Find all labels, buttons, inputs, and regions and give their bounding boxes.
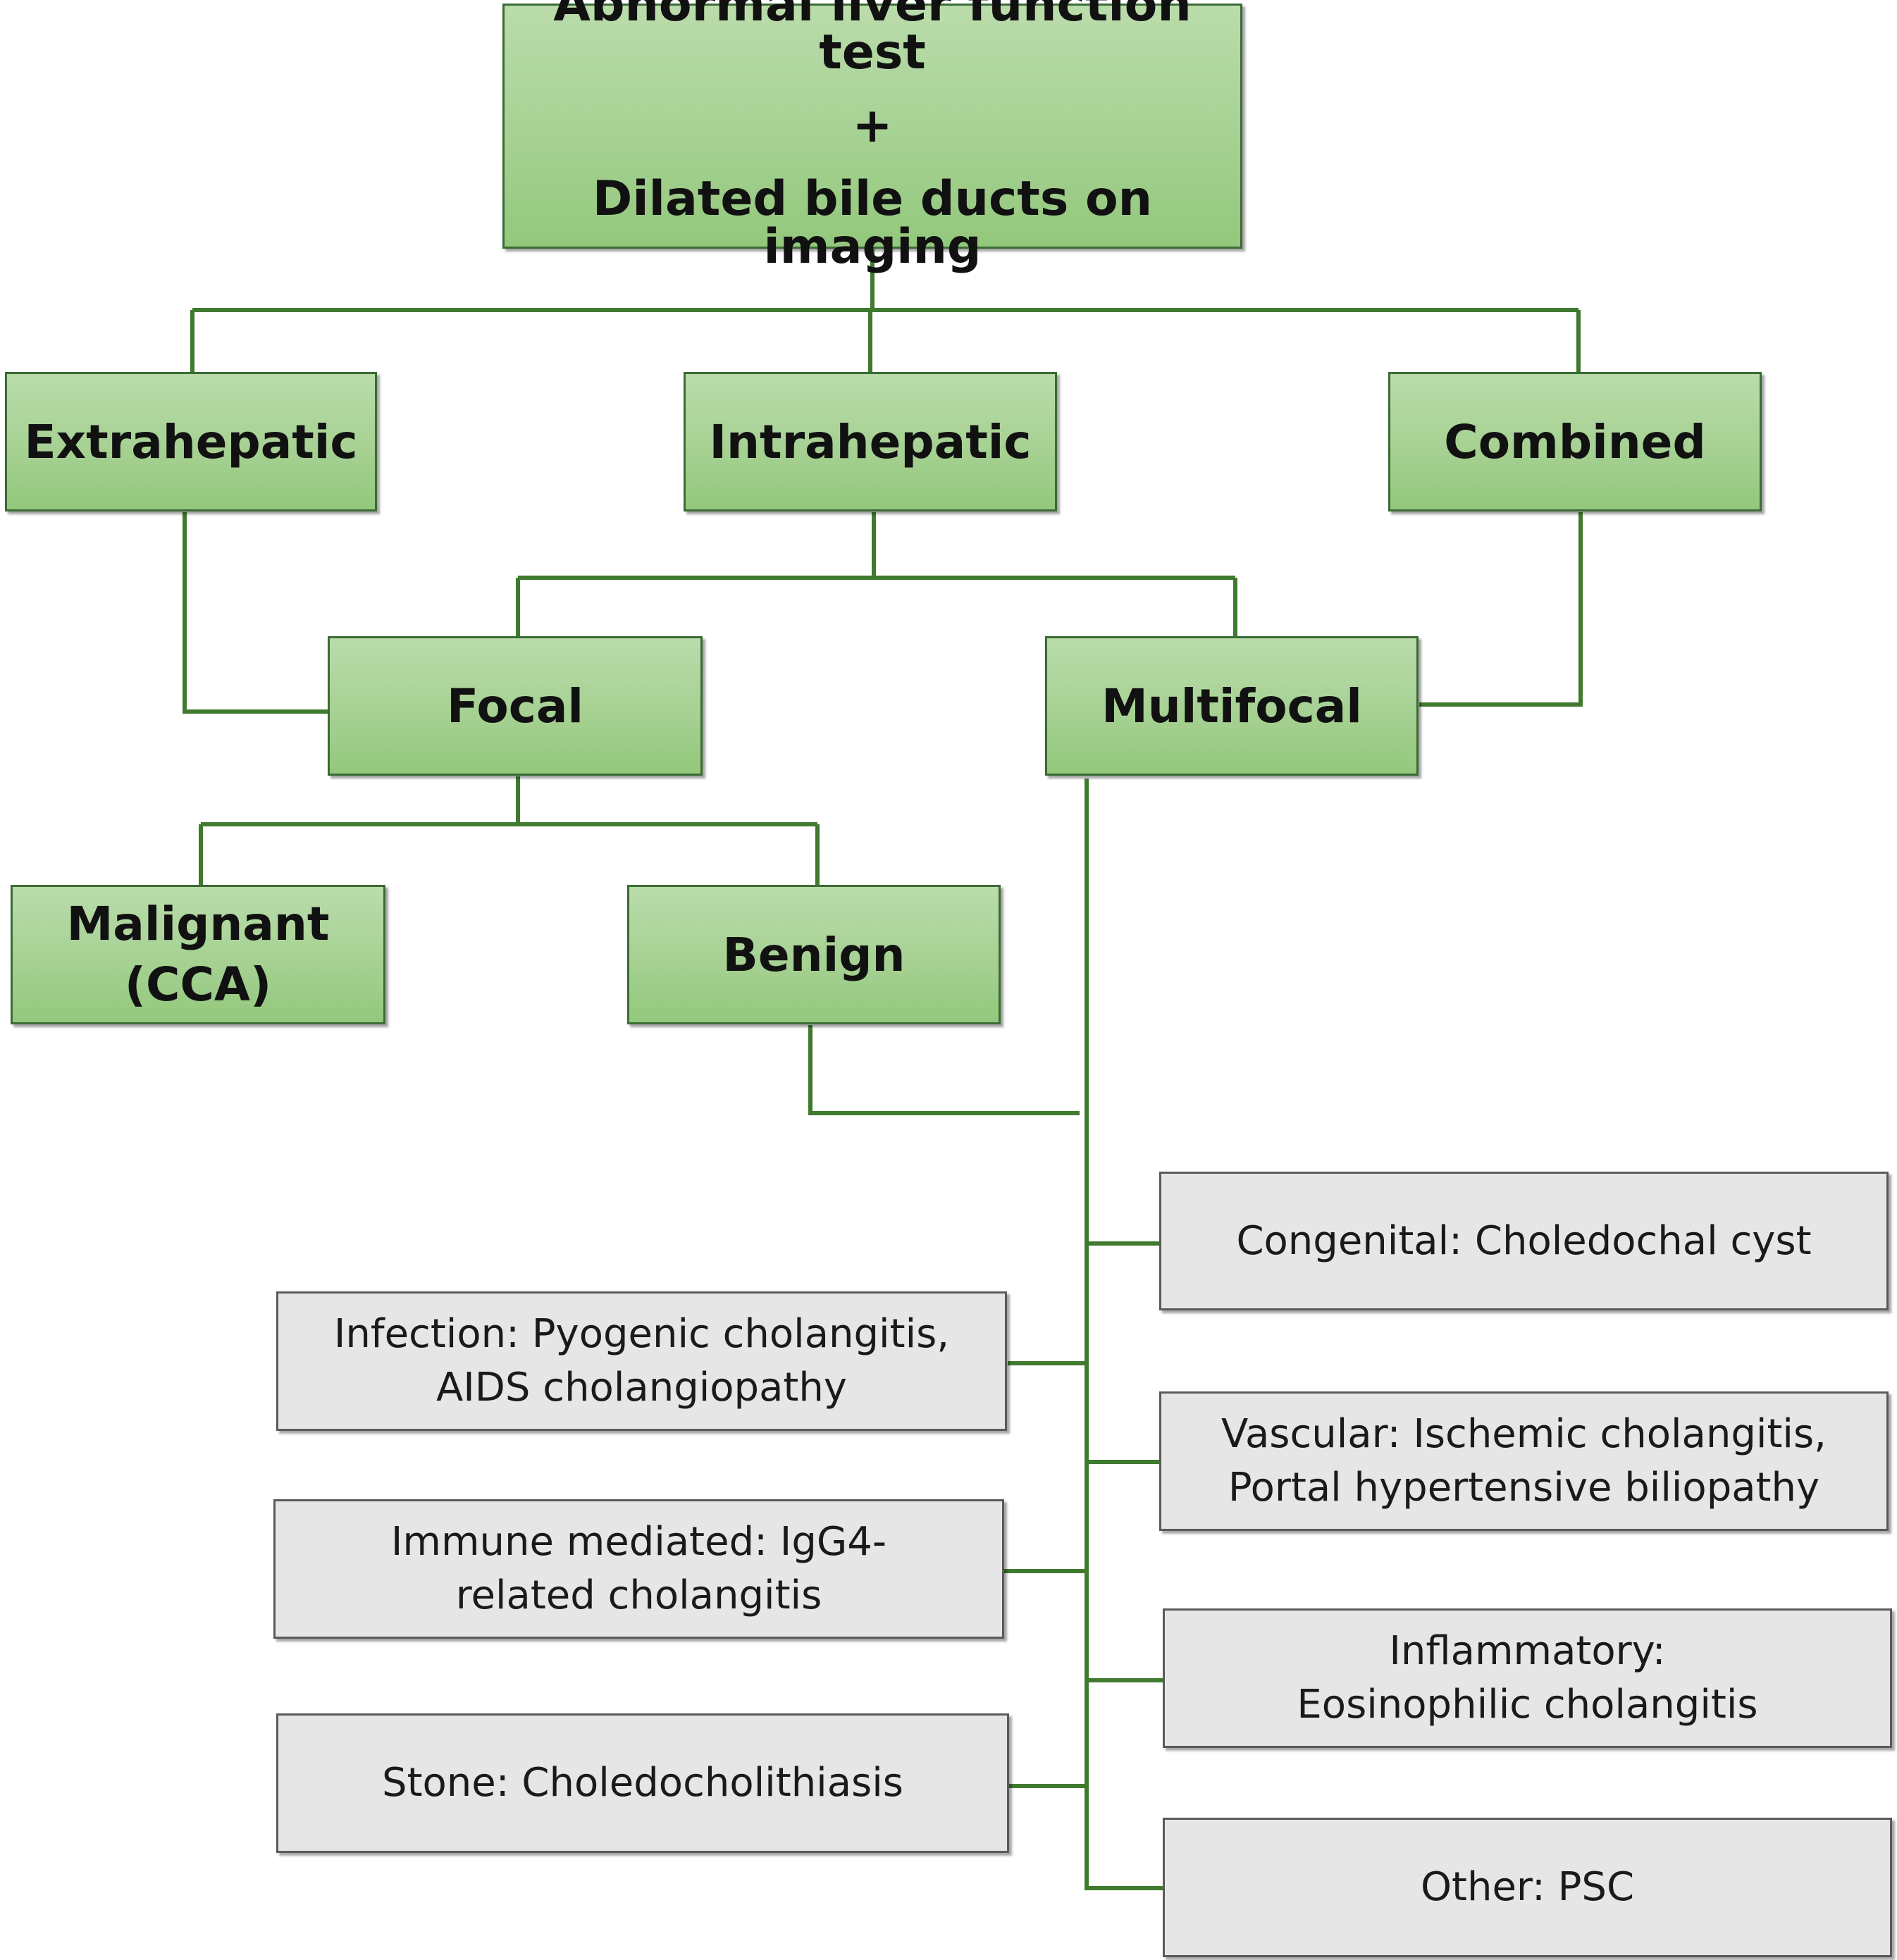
infection-label: Infection: Pyogenic cholangitis, AIDS ch… [333, 1311, 950, 1410]
multifocal-label: Multifocal [1101, 678, 1362, 733]
root-line-1: Abnormal liver function test [553, 0, 1192, 80]
vascular-box: Vascular: Ischemic cholangitis, Portal h… [1159, 1391, 1889, 1531]
other-label: Other: PSC [1420, 1864, 1635, 1911]
connector-focal-split [199, 776, 820, 886]
connector-extrahepatic-to-focal [183, 512, 330, 714]
connector-benign-to-trunk [808, 1025, 1080, 1115]
benign-label: Benign [722, 927, 906, 982]
immune-box: Immune mediated: IgG4-related cholangiti… [273, 1499, 1004, 1639]
extrahepatic-box: Extrahepatic [5, 372, 377, 511]
congenital-box: Congenital: Choledochal cyst [1159, 1172, 1889, 1310]
root-plus: + [852, 98, 893, 154]
focal-box: Focal [328, 636, 703, 776]
focal-label: Focal [446, 678, 584, 733]
malignant-label-line-1: Malignant [66, 897, 330, 952]
root-box: Abnormal liver function test + Dilated b… [502, 0, 1242, 271]
benign-box: Benign [627, 885, 1001, 1024]
infection-box: Infection: Pyogenic cholangitis, AIDS ch… [276, 1291, 1007, 1431]
root-line-3: Dilated bile ducts on imaging [592, 171, 1153, 275]
malignant-label-line-2: (CCA) [124, 957, 272, 1012]
malignant-box: Malignant (CCA) [11, 885, 385, 1024]
other-box: Other: PSC [1163, 1818, 1892, 1957]
connector-combined-to-multifocal [1419, 512, 1583, 707]
stone-box: Stone: Choledocholithiasis [276, 1713, 1009, 1853]
intrahepatic-label: Intrahepatic [709, 414, 1032, 469]
extrahepatic-label: Extrahepatic [24, 414, 358, 469]
inflammatory-box: Inflammatory: Eosinophilic cholangitis [1163, 1608, 1892, 1748]
stone-label: Stone: Choledocholithiasis [382, 1760, 903, 1806]
congenital-label: Congenital: Choledochal cyst [1236, 1217, 1812, 1264]
combined-box: Combined [1388, 372, 1762, 511]
combined-label: Combined [1444, 414, 1706, 469]
intrahepatic-box: Intrahepatic [684, 372, 1057, 511]
connector-intrahepatic-split [516, 512, 1237, 638]
inflammatory-label: Inflammatory: Eosinophilic cholangitis [1297, 1628, 1758, 1728]
multifocal-box: Multifocal [1045, 636, 1419, 776]
immune-label: Immune mediated: IgG4-related cholangiti… [390, 1519, 887, 1618]
vascular-label: Vascular: Ischemic cholangitis, Portal h… [1221, 1411, 1827, 1511]
